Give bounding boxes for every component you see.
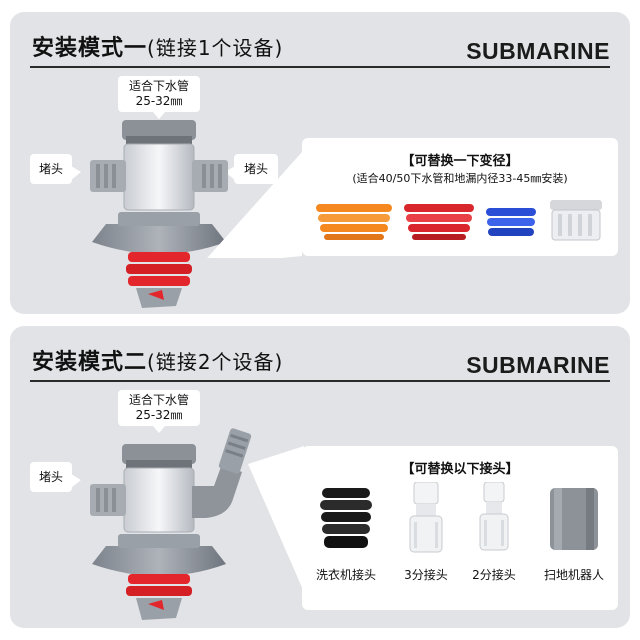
robot-vacuum-connector-icon xyxy=(550,488,598,550)
connector-options-heading: 【可替换以下接头】 xyxy=(401,462,519,477)
two-point-connector-icon xyxy=(479,482,509,551)
blue-reducer-icon xyxy=(486,208,536,236)
red-reducer-icon xyxy=(404,204,474,240)
white-reducer-icon xyxy=(550,200,602,241)
brand-logo-text: SUBMARINE xyxy=(466,38,610,64)
mode-one-title-sub: (链接1个设备) xyxy=(147,36,284,60)
robot-vacuum-connector-label: 扫地机器人 xyxy=(543,568,604,582)
pointer-wedge xyxy=(207,152,302,258)
orange-reducer-icon xyxy=(316,204,392,240)
washing-machine-connector-icon xyxy=(320,488,372,548)
pipe-size-range: 25-32㎜ xyxy=(135,94,183,108)
two-point-connector-label: 2分接头 xyxy=(472,568,516,582)
reducer-options-note: (适合40/50下水管和地漏内径33-45㎜安装) xyxy=(352,172,568,185)
right-plug-callout: 堵头 xyxy=(225,154,278,184)
pipe-size-range: 25-32㎜ xyxy=(135,408,183,422)
left-plug-callout: 堵头 xyxy=(30,154,81,184)
mode-one-panel: 安装模式一(链接1个设备) SUBMARINE 适合下水管 25-32㎜ 堵头 … xyxy=(10,12,630,314)
washing-machine-connector-label: 洗衣机接头 xyxy=(315,568,376,582)
connector-options-box: 【可替换以下接头】 洗衣机接头 3分接头 2分接头 扫地机器 xyxy=(302,446,618,610)
pipe-size-callout: 适合下水管 25-32㎜ xyxy=(118,76,200,119)
drain-connector-with-elbow-device xyxy=(90,428,252,620)
mode-two-panel: 安装模式二(链接2个设备) SUBMARINE 适合下水管 25-32㎜ 堵头 xyxy=(10,326,630,628)
mode-two-title-main: 安装模式二 xyxy=(32,350,148,375)
pipe-size-callout: 适合下水管 25-32㎜ xyxy=(118,390,200,433)
mode-one-title-main: 安装模式一 xyxy=(32,36,148,61)
mode-one-title: 安装模式一(链接1个设备) xyxy=(32,30,283,62)
pointer-wedge xyxy=(248,446,304,592)
pipe-size-label: 适合下水管 xyxy=(128,393,189,407)
reducer-bellows-row xyxy=(316,200,602,241)
reducer-options-heading: 【可替换一下变径】 xyxy=(401,154,519,169)
title-divider xyxy=(30,380,610,382)
pipe-size-label: 适合下水管 xyxy=(128,79,189,93)
title-divider xyxy=(30,66,610,68)
left-plug-callout: 堵头 xyxy=(30,462,81,492)
reducer-options-box: 【可替换一下变径】 (适合40/50下水管和地漏内径33-45㎜安装) xyxy=(302,138,618,256)
drain-connector-device xyxy=(90,120,228,308)
mode-two-title-sub: (链接2个设备) xyxy=(147,350,284,374)
brand-logo-text: SUBMARINE xyxy=(466,352,610,378)
three-point-connector-label: 3分接头 xyxy=(404,568,448,582)
mode-two-title: 安装模式二(链接2个设备) xyxy=(32,344,283,376)
three-point-connector-icon xyxy=(409,482,443,553)
